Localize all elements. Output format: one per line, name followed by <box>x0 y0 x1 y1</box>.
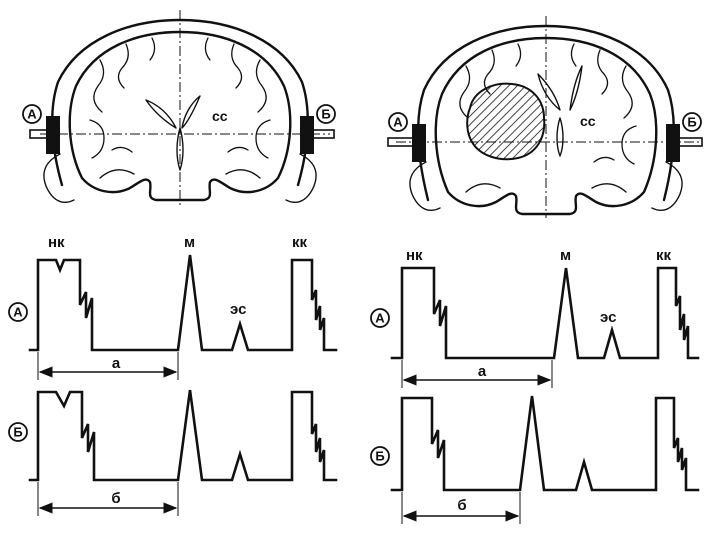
right-b-channel-label: Б <box>375 449 384 464</box>
right-ventricle-right <box>569 65 583 111</box>
left-probe-b-label: Б <box>321 107 330 122</box>
left-probe-b-block <box>300 116 314 154</box>
right-a-label-nk: нк <box>406 247 423 264</box>
right-a-label-es: эс <box>600 309 616 326</box>
right-a-label-m: м <box>560 247 571 264</box>
right-b-measure-label: б <box>457 497 466 514</box>
left-a-label-es: эс <box>230 301 246 318</box>
left-b-measure-label: б <box>111 490 120 507</box>
right-tumor-hatched <box>466 82 546 161</box>
left-a-label-m: м <box>184 234 195 251</box>
left-a-label-nk: нк <box>48 234 65 251</box>
left-probe-a-label: А <box>27 107 37 122</box>
right-brain-contour <box>434 36 658 216</box>
left-probe-a-block <box>46 116 60 154</box>
left-echo-a-trace <box>28 254 338 352</box>
right-third-ventricle <box>556 117 564 157</box>
right-echogram-a: нк м кк эс А а <box>370 247 700 388</box>
left-ventricle-right <box>181 95 201 129</box>
right-probe-a-label: А <box>393 115 403 130</box>
left-head-diagram: А Б сс <box>22 10 336 205</box>
right-echo-a-trace <box>390 266 700 360</box>
left-ventricle-left <box>145 99 177 129</box>
right-echogram-b: Б б <box>370 395 700 524</box>
left-brain-contour <box>68 30 292 202</box>
left-third-ventricle <box>176 127 184 171</box>
left-echogram-b: Б б <box>8 389 338 516</box>
right-probe-a-block <box>412 124 426 162</box>
right-head-diagram: А Б сс <box>387 16 703 218</box>
right-probe-b-block <box>666 124 680 162</box>
right-a-measure-label: а <box>478 363 487 380</box>
left-midline-label: сс <box>212 108 228 124</box>
right-midline-label: сс <box>580 113 596 129</box>
left-a-measure-label: а <box>112 355 121 372</box>
left-b-channel-label: Б <box>13 425 22 440</box>
left-a-channel-label: А <box>13 305 23 320</box>
left-echo-b-trace <box>28 389 338 482</box>
right-a-channel-label: А <box>375 311 385 326</box>
right-a-label-kk: кк <box>656 247 672 264</box>
right-probe-b-label: Б <box>687 115 696 130</box>
left-echogram-a: нк м кк эс А а <box>8 234 338 380</box>
left-a-label-kk: кк <box>292 234 308 251</box>
right-echo-b-trace <box>390 395 700 492</box>
